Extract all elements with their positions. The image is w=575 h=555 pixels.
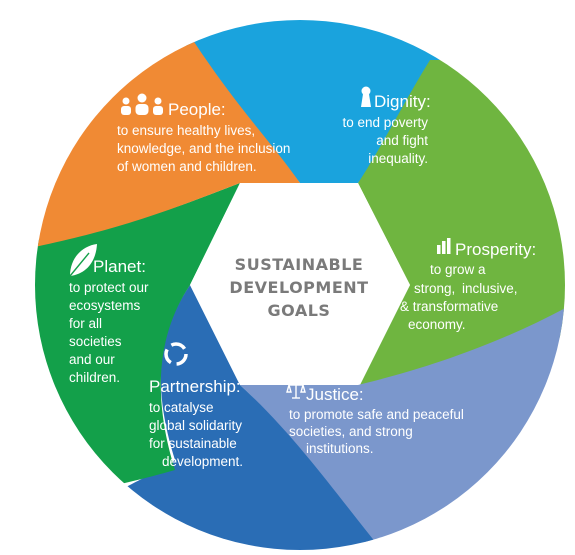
planet-title: Planet:	[93, 257, 146, 276]
people-desc-line-2: knowledge, and the inclusion	[117, 141, 290, 156]
dignity-desc-line-1: to end poverty	[342, 115, 428, 130]
partnership-desc-line-3: for sustainable	[149, 436, 237, 451]
dignity-desc-line-3: inequality.	[368, 151, 428, 166]
dignity-segment	[170, 20, 440, 183]
prosperity-desc-line-4: & transformative	[400, 299, 498, 314]
people-desc-line-3: of women and children.	[117, 159, 257, 174]
justice-desc-line-1: to promote safe and peaceful	[289, 407, 464, 422]
prosperity-desc-line-1: to grow a	[430, 262, 486, 277]
justice-title: Justice:	[306, 385, 364, 404]
people-icon	[121, 93, 163, 115]
prosperity-desc-line-5: economy.	[408, 317, 466, 332]
keyhole-icon	[361, 86, 371, 107]
bar-chart-icon	[437, 238, 451, 254]
justice-desc-line-3: institutions.	[306, 441, 374, 456]
partnership-desc-line-1: to catalyse	[149, 400, 214, 415]
cycle-arrows-icon	[164, 342, 188, 366]
people-desc-line-1: to ensure healthy lives,	[117, 123, 255, 138]
planet-desc-line-6: children.	[69, 370, 120, 385]
planet-desc-line-4: societies	[69, 334, 122, 349]
center-title-line-1: SUSTAINABLE	[235, 255, 364, 274]
dignity-title: Dignity:	[374, 92, 431, 111]
scales-icon	[286, 382, 306, 399]
prosperity-desc-line-3: inclusive,	[462, 281, 518, 296]
center-hexagon	[190, 183, 410, 385]
center-title-line-2: DEVELOPMENT	[229, 278, 368, 297]
center-title-line-3: GOALS	[268, 301, 331, 320]
planet-desc-line-3: for all	[69, 316, 102, 331]
planet-desc-line-5: and our	[69, 352, 115, 367]
partnership-desc-line-2: global solidarity	[149, 418, 242, 433]
prosperity-desc-line-2: strong,	[414, 281, 455, 296]
partnership-title: Partnership:	[149, 377, 241, 396]
planet-desc-line-2: ecosystems	[69, 298, 141, 313]
people-title: People:	[168, 100, 226, 119]
partnership-segment	[100, 285, 390, 550]
justice-desc-line-2: societies, and strong	[289, 424, 413, 439]
leaf-icon	[69, 244, 97, 277]
partnership-desc-line-4: development.	[162, 454, 243, 469]
planet-desc-line-1: to protect our	[69, 280, 149, 295]
dignity-desc-line-2: and fight	[376, 133, 428, 148]
prosperity-title: Prosperity:	[455, 240, 536, 259]
